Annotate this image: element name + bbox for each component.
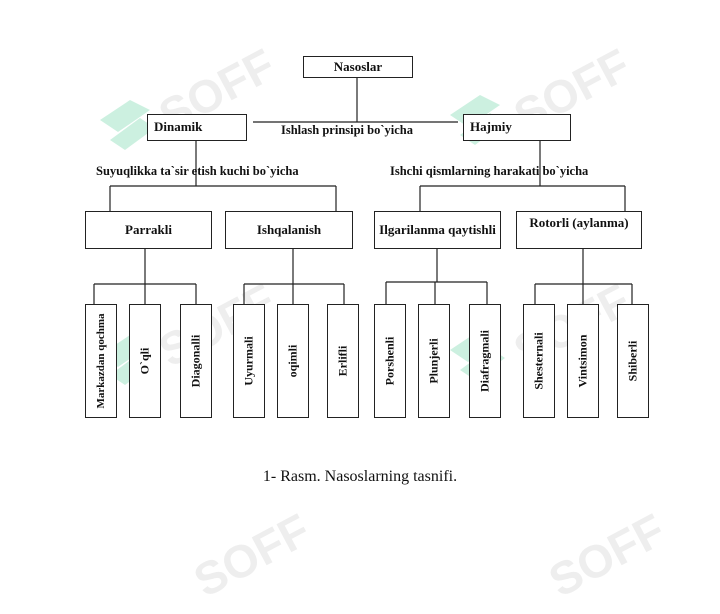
connector-lines xyxy=(93,78,633,304)
node-ilgarilanma: Ilgarilanma qaytishli xyxy=(374,211,501,249)
leaf-node: Markazdan qochma xyxy=(85,304,117,418)
leaf-node: Uyurmali xyxy=(233,304,265,418)
leaf-node: Erlifli xyxy=(327,304,359,418)
group-label-right: Ishchi qismlarning harakati bo`yicha xyxy=(390,164,589,178)
leaf-node: oqimli xyxy=(277,304,309,418)
connector-label: Ishlash prinsipi bo`yicha xyxy=(281,123,413,137)
group-label-left: Suyuqlikka ta`sir etish kuchi bo`yicha xyxy=(96,164,299,178)
leaf-node: Plunjerli xyxy=(418,304,450,418)
leaf-node: Shesternali xyxy=(523,304,555,418)
node-parrakli: Parrakli xyxy=(85,211,212,249)
node-ishqalanish: Ishqalanish xyxy=(225,211,353,249)
watermark: SOFF xyxy=(185,503,319,607)
leaf-node: Diagonalli xyxy=(180,304,212,418)
leaf-node: Shiberli xyxy=(617,304,649,418)
figure-caption: 1- Rasm. Nasoslarning tasnifi. xyxy=(262,468,458,485)
leaf-node: O`qli xyxy=(129,304,161,418)
node-dinamik: Dinamik xyxy=(147,114,247,141)
leaf-node: Vintsimon xyxy=(567,304,599,418)
leaf-node: Diafragmali xyxy=(469,304,501,418)
node-hajmiy: Hajmiy xyxy=(463,114,571,141)
watermark: SOFF xyxy=(540,503,674,607)
node-root: Nasoslar xyxy=(303,56,413,78)
classification-diagram: SOFF SOFF SOFF SOFF SOFF SOFF xyxy=(85,38,673,607)
leaf-node: Porshenli xyxy=(374,304,406,418)
node-rotorli: Rotorli (aylanma) xyxy=(516,211,642,249)
